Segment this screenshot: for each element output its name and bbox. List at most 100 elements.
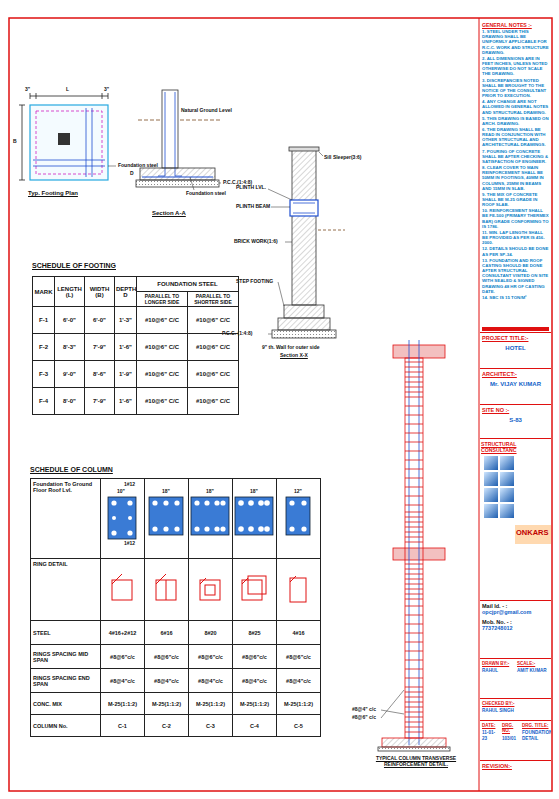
column-sections-part xyxy=(289,526,294,531)
consultant-logo-part xyxy=(500,472,514,486)
general-note: 6. THE DRAWING SHALL BE READ IN CONJUNCT… xyxy=(482,127,549,148)
dimension: 18" xyxy=(206,489,214,495)
column-detail-part-part xyxy=(405,589,423,590)
general-note: 12. DETAILS SHOULD BE DONE AS PER SP-34. xyxy=(482,246,549,256)
table-cell xyxy=(189,559,233,621)
general-note: 10. REINFORCEMENT SHALL BE FE-500 (PRIMA… xyxy=(482,208,549,229)
general-note: 3. DISCREPANCIES NOTED SHALL BE BROUGHT … xyxy=(482,78,549,99)
table-cell: 6'-0" xyxy=(55,307,85,334)
consultant-logo-part xyxy=(500,504,514,518)
column-detail-part-part xyxy=(405,512,423,513)
column-schedule: Foundation To Ground Floor Roof Lvl. RING… xyxy=(30,478,321,737)
column-detail-part-part xyxy=(405,707,423,708)
table-cell: F-1 xyxy=(33,307,55,334)
section-x-x xyxy=(268,147,345,338)
panel-value: AMIT KUMAR xyxy=(517,668,549,673)
bar-callout: 1#12 xyxy=(124,541,135,547)
column xyxy=(277,479,321,737)
panel-heading: DRG. NO. xyxy=(502,723,518,734)
column xyxy=(145,479,189,737)
column-detail-part-part xyxy=(405,642,423,643)
column-detail-part-part xyxy=(405,478,423,479)
column-sections-part xyxy=(152,500,157,505)
table-header: PARALLEL TO SHORTER SIDE xyxy=(188,292,239,307)
general-note: 2. ALL DIMENSIONS ARE IN FEET INCHES, UN… xyxy=(482,56,549,77)
footing-plan xyxy=(19,93,116,180)
column-detail-part-part xyxy=(405,574,423,575)
dimension: 3" xyxy=(104,87,109,93)
table-cell: 1'-6" xyxy=(115,334,137,361)
title-block-panel: REVISION:- xyxy=(480,760,551,790)
column-detail-part-part xyxy=(405,372,423,373)
column-sections-part xyxy=(238,500,244,506)
column-detail-part xyxy=(405,362,423,732)
section-a-a-part xyxy=(162,90,178,168)
column-detail-part-part xyxy=(405,727,423,728)
table-cell: C-3 xyxy=(189,715,233,737)
table-cell xyxy=(145,559,189,621)
panel-value: 103/01 xyxy=(502,736,518,741)
column-sections-part xyxy=(286,497,310,535)
column-detail-part-part xyxy=(405,377,423,378)
consultant-logo-part xyxy=(484,488,498,502)
table-cell: C-5 xyxy=(277,715,321,737)
table-cell: #10@6" C/C xyxy=(137,361,188,388)
column-sections-part xyxy=(264,500,270,506)
row-header: COLUMN No. xyxy=(31,715,101,737)
table-title: SCHEDULE OF COLUMN xyxy=(30,466,113,474)
column-detail-part-part xyxy=(405,692,423,693)
column-detail-part-part xyxy=(405,367,423,368)
column-sections-part xyxy=(238,526,244,532)
column-detail-part-part xyxy=(405,522,423,523)
column-detail-part-part xyxy=(405,669,423,670)
column-sections-part xyxy=(214,500,219,505)
section-a-a-part xyxy=(219,183,221,184)
table-cell: #8@4"c/c xyxy=(145,669,189,693)
title-block-panel: DRAWN BY:-RAHUL xyxy=(480,658,515,698)
section-x-x-part-part xyxy=(285,242,292,243)
column-detail-part-part xyxy=(405,564,423,565)
part-label: STEP FOOTING xyxy=(236,279,273,285)
section-x-x-part-part xyxy=(271,207,290,208)
dimension: 18" xyxy=(162,489,170,495)
general-note: 14. SBC IS 15 TON/M² xyxy=(482,295,549,300)
section-x-x-part xyxy=(284,305,324,318)
table-cell: #10@6" C/C xyxy=(188,361,239,388)
column-detail-part-part xyxy=(405,594,423,595)
column-sections-part xyxy=(174,526,179,531)
table-row: RINGS SPACING END SPAN#8@4"c/c#8@4"c/c#8… xyxy=(31,669,321,693)
dimension: L xyxy=(66,87,69,93)
ring-details-part xyxy=(156,574,166,584)
table-header: LENGTH (L) xyxy=(55,277,85,307)
panel-value: opcjpr@gmail.com xyxy=(482,609,549,615)
table-row: Foundation To Ground Floor Roof Lvl. xyxy=(31,479,321,559)
section-x-x-part xyxy=(318,230,345,231)
column-detail-part-part xyxy=(405,442,423,443)
column-detail-part-part xyxy=(405,606,423,607)
column-detail-part-part xyxy=(405,387,423,388)
table-cell: 7'-9" xyxy=(85,334,115,361)
table-cell xyxy=(189,479,233,559)
column-sections-part xyxy=(127,500,132,505)
table-cell: C-1 xyxy=(101,715,145,737)
ring-details-part xyxy=(112,580,132,600)
footing-plan-part xyxy=(19,180,25,181)
table-cell: #8@4"c/c xyxy=(277,669,321,693)
table-cell: 6'-0" xyxy=(85,307,115,334)
title-block-panel: Mail Id. - :opcjpr@gmail.comMob. No. - :… xyxy=(480,600,551,658)
column-sections-part xyxy=(301,500,306,505)
panel-heading: GENERAL NOTES :- xyxy=(482,22,549,28)
general-note: 4. ANY CHANGE ARE NOT ALLOWED IN GENERAL… xyxy=(482,99,549,114)
title-block-panel: GENERAL NOTES :-1. STEEL UNDER THIS DRAW… xyxy=(480,20,551,326)
section-a-a-part xyxy=(190,177,194,190)
table-cell xyxy=(101,559,145,621)
table-cell: M-25(1:1:2) xyxy=(101,693,145,715)
table-row: RINGS SPACING MID SPAN#8@6"c/c#8@6"c/c#8… xyxy=(31,645,321,669)
column-detail-part xyxy=(405,358,423,738)
column-detail-part-part xyxy=(405,678,423,679)
section-x-x-part-part xyxy=(278,282,284,306)
column-detail-part-part xyxy=(405,415,423,416)
consultant-logo-part xyxy=(500,488,514,502)
section-a-a-part xyxy=(175,92,176,176)
title-block-panel: STRUCTURAL CONSULTANCONKARS xyxy=(480,438,551,600)
